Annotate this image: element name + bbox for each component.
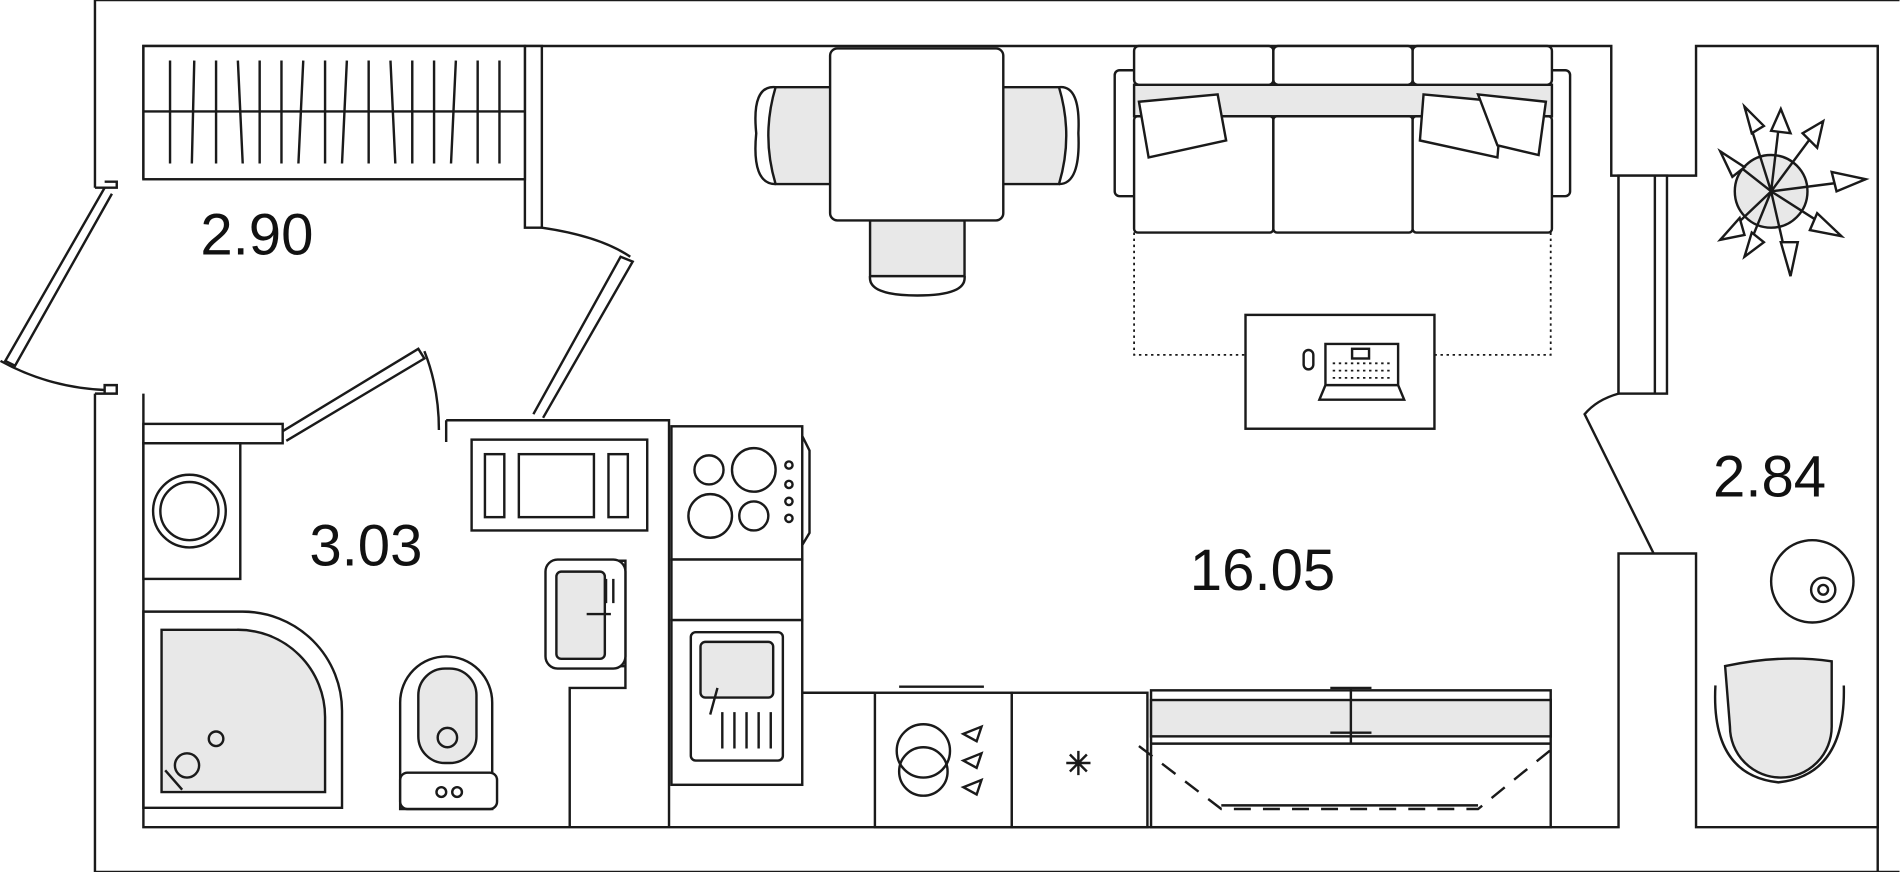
bathroom-fixtures [142,442,627,828]
sofa [1113,44,1572,356]
doors [0,187,1655,555]
wardrobe [142,44,527,181]
area-label-bathroom: 3.03 [309,514,422,579]
desk-laptop [1244,313,1436,430]
balcony-furniture [1713,102,1870,784]
kitchen [470,425,1149,829]
area-label-living-room: 16.05 [1190,538,1335,603]
area-label-hallway: 2.90 [200,202,313,267]
dining-table [754,47,1080,297]
tv-stand [1138,686,1557,829]
walls [93,0,1900,872]
area-label-balcony: 2.84 [1713,445,1826,510]
